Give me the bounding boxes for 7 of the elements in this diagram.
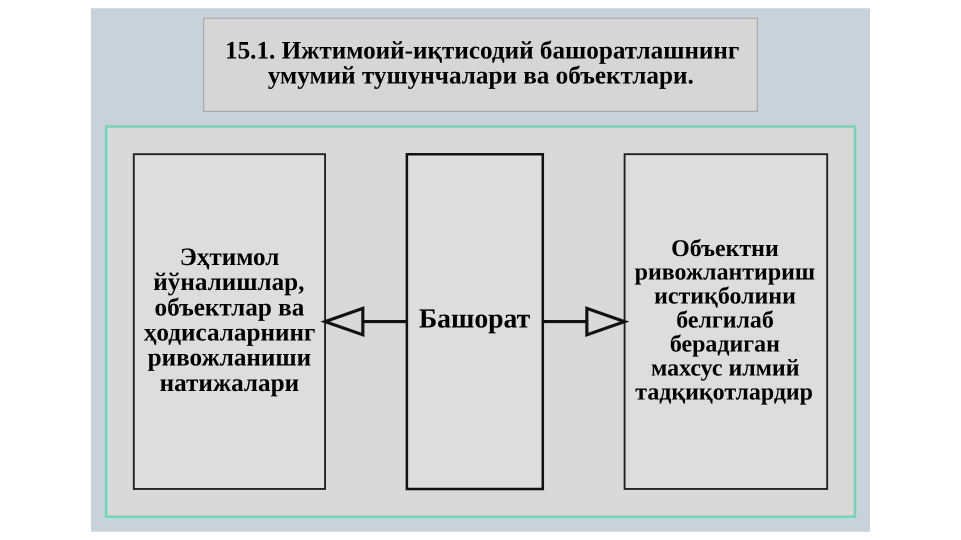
node-box: Башорат (406, 152, 544, 490)
diagram-title: 15.1. Ижтимоий-иқтисодий башоратлашнинг умумий тушунчалари ва объектлари. (225, 38, 740, 90)
node-box: Объектни ривожлантириш истиқболини белгилаб берадиган махсус илмий тадқиқотлардир (624, 153, 828, 490)
node-box: Эҳтимол йўналишлар, объектлар ва ҳодисаларнинг ривожланиши натижалари (132, 153, 326, 490)
arrow (320, 306, 407, 338)
arrow (542, 306, 630, 338)
cluster (104, 125, 856, 518)
